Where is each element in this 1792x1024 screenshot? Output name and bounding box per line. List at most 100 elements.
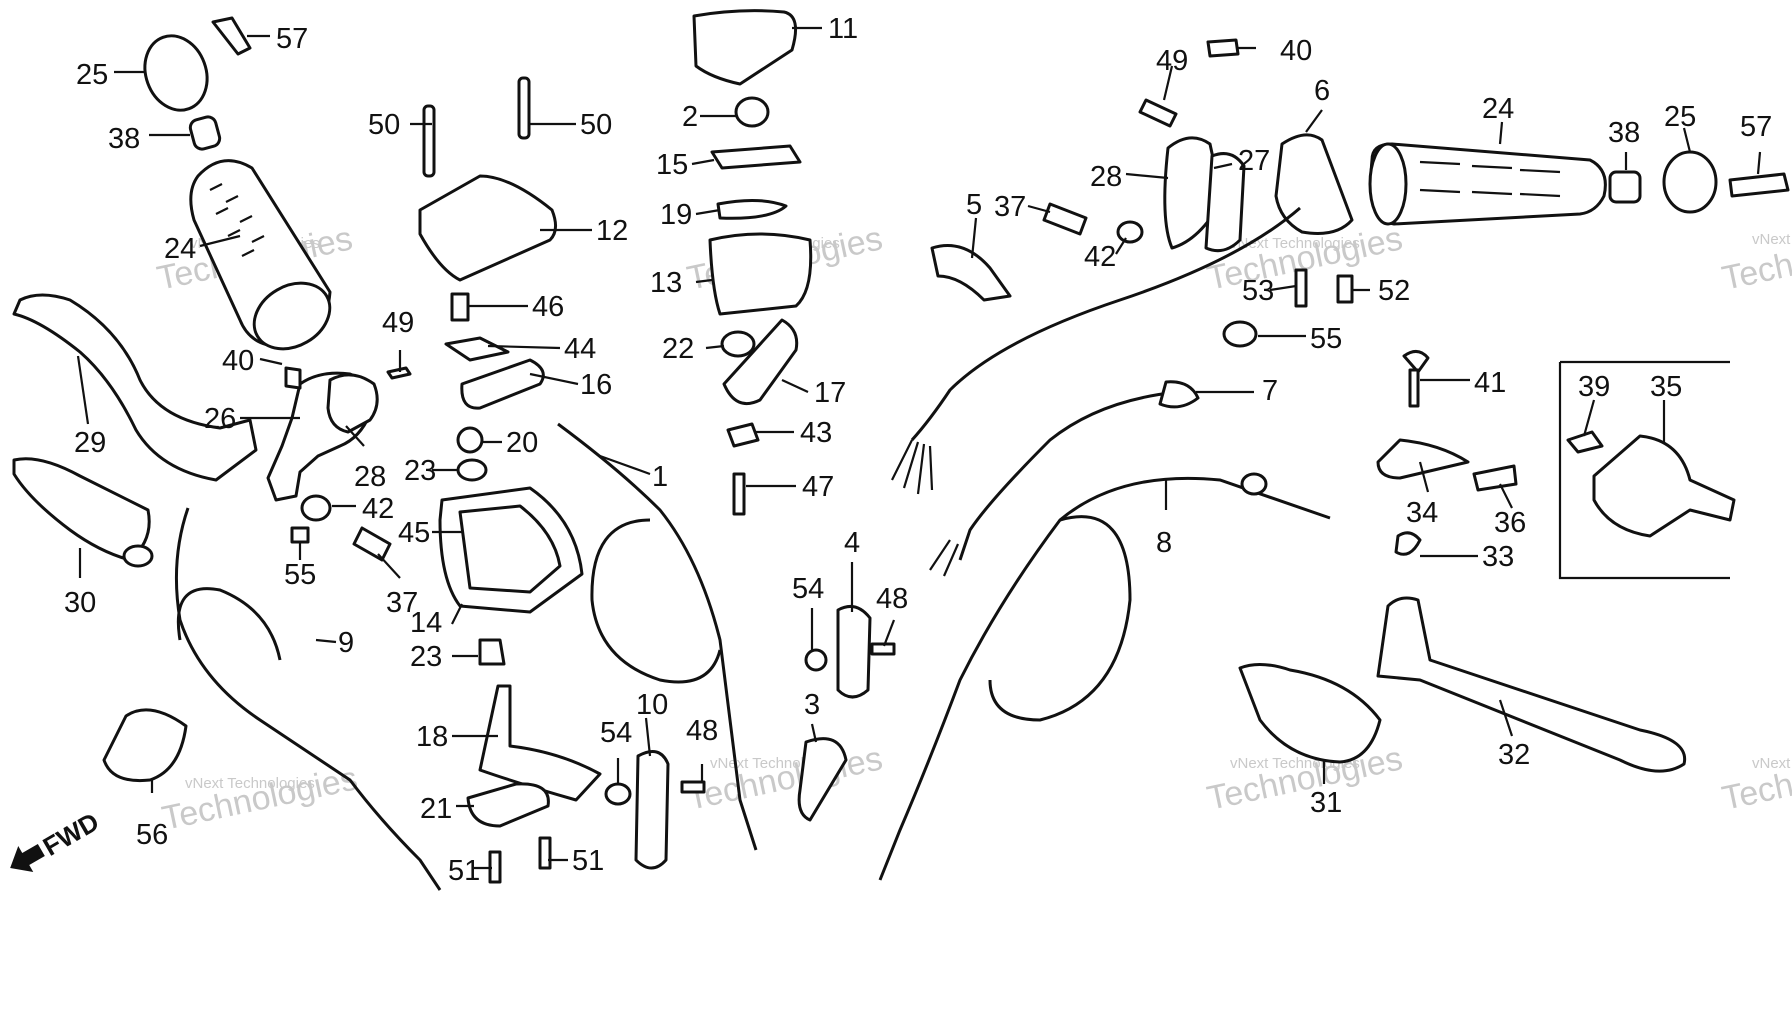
callout-label: 32 (1498, 739, 1530, 771)
callout-label: 18 (416, 721, 448, 753)
watermark-small: vNext Technologies (1752, 755, 1792, 772)
nut-42-right (1116, 220, 1144, 244)
callout-label: 40 (1280, 35, 1312, 67)
screw-47 (732, 472, 746, 516)
throttle-switch-wiring (910, 206, 1301, 442)
callout-label: 23 (410, 641, 442, 673)
callout-label: 51 (448, 855, 480, 887)
clip-5 (930, 244, 1012, 302)
callout-label: 49 (1156, 45, 1188, 77)
callout-label: 55 (1310, 323, 1342, 355)
washer-55-left (290, 526, 310, 544)
callout-label: 50 (580, 109, 612, 141)
callout-label: 38 (1608, 117, 1640, 149)
lever-18 (478, 684, 602, 802)
screw-50-b (517, 76, 531, 140)
clamp-3 (797, 737, 848, 822)
band-56 (102, 708, 188, 783)
clip-43 (726, 422, 760, 448)
callout-label: 48 (686, 715, 718, 747)
callout-label: 47 (802, 471, 834, 503)
callout-label: 36 (1494, 507, 1526, 539)
cable-7-end (1158, 380, 1200, 409)
callout-label: 28 (354, 461, 386, 493)
adjuster-37-right (1042, 202, 1088, 236)
knob-2 (734, 96, 770, 128)
callout-label: 10 (636, 689, 668, 721)
callout-label: 29 (74, 427, 106, 459)
callout-label: 14 (410, 607, 442, 639)
watermark-small: vNext Technologies (1752, 231, 1792, 248)
callout-label: 25 (1664, 101, 1696, 133)
inset-box (1558, 360, 1736, 580)
callout-label: 41 (1474, 367, 1506, 399)
grommet-23-a (456, 458, 488, 482)
spring-33 (1394, 531, 1422, 556)
switch-35 (1592, 434, 1736, 538)
part-drawings: FWD (10, 9, 1790, 891)
callout-label: 40 (222, 345, 254, 377)
screw-53 (1294, 268, 1308, 308)
forward-direction-indicator: FWD (10, 806, 104, 872)
callout-label: 37 (386, 587, 418, 619)
fwd-label: FWD (38, 806, 104, 862)
clamp-4 (836, 604, 872, 699)
screw-51-a (488, 850, 502, 884)
plate-15 (710, 144, 802, 170)
clamp-28-left (326, 373, 379, 434)
callout-label: 1 (652, 461, 668, 493)
callout-label: 7 (1262, 375, 1278, 407)
bracket-16 (460, 358, 545, 410)
gasket-45 (458, 504, 562, 594)
callout-label: 17 (814, 377, 846, 409)
callout-label: 4 (844, 527, 860, 559)
inset-border (1558, 360, 1730, 580)
watermark-small: vNext Technologies (185, 775, 315, 792)
spacer-38-left (188, 115, 222, 151)
screw-40-left (284, 366, 302, 390)
screw-50-a (422, 104, 436, 178)
callout-label: 30 (64, 587, 96, 619)
forward-arrow-icon (10, 843, 45, 872)
screw-46 (450, 292, 470, 322)
callout-label: 5 (966, 189, 982, 221)
callout-label: 51 (572, 845, 604, 877)
callout-label: 28 (1090, 161, 1122, 193)
callout-label: 26 (204, 403, 236, 435)
grip-24-left (189, 159, 332, 351)
clamp-21 (466, 782, 550, 828)
nut-54-b (804, 648, 828, 672)
callout-label: 54 (600, 717, 632, 749)
brake-cable-8-loop (988, 515, 1132, 722)
callout-label: 24 (1482, 93, 1514, 125)
lever-cover-30-end (122, 544, 154, 568)
lever-cover-30 (12, 457, 151, 562)
callout-label: 3 (804, 689, 820, 721)
clutch-cable-9-loop (176, 587, 282, 661)
callout-label: 43 (800, 417, 832, 449)
callout-label: 37 (994, 191, 1026, 223)
band-10 (634, 750, 670, 870)
adjuster-37-left (352, 526, 392, 562)
callout-label: 39 (1578, 371, 1610, 403)
callout-label: 11 (828, 13, 858, 45)
nut-55-right (1222, 320, 1258, 348)
throttle-housing-6 (1274, 133, 1354, 235)
leader-lines (76, 26, 1762, 870)
callout-label: 54 (792, 573, 824, 605)
watermark-large: Technologies (159, 759, 361, 837)
lever-17 (722, 318, 799, 405)
clutch-cable-9 (174, 507, 442, 891)
watermark-large: Technologies (684, 739, 886, 817)
callout-label: 55 (284, 559, 316, 591)
grip-24-right (1368, 142, 1607, 226)
screw-48-b (870, 642, 896, 656)
callout-label: 44 (564, 333, 596, 365)
callout-label: 31 (1310, 787, 1342, 819)
spacer-38-right (1608, 170, 1642, 204)
callout-label: 48 (876, 583, 908, 615)
nut-42-left (300, 494, 332, 522)
wire-ends (891, 439, 934, 495)
screw-41 (1408, 368, 1420, 408)
screw-52 (1336, 274, 1354, 304)
